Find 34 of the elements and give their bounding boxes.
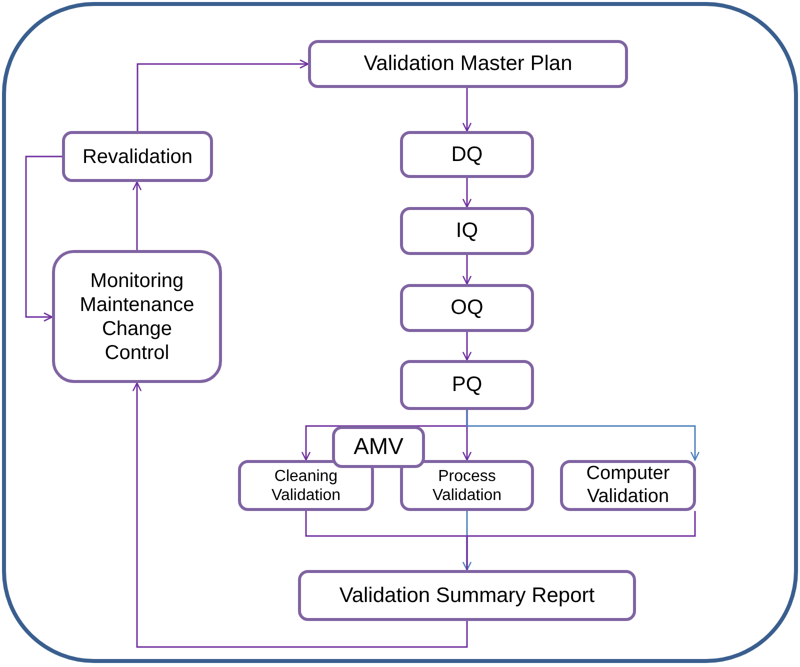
node-label: DQ: [451, 142, 483, 168]
process-box: [62, 131, 213, 182]
node-label: AMV: [354, 433, 404, 461]
arrow: [462, 332, 472, 361]
node-label: OQ: [450, 295, 484, 321]
process-box: [400, 207, 534, 255]
arrow: [466, 410, 700, 461]
arrow: [132, 382, 468, 648]
connector-line: [466, 511, 696, 570]
arrow: [25, 156, 62, 322]
node-label: Computer Validation: [586, 462, 670, 508]
process-box: [308, 40, 628, 88]
node-label: Cleaning Validation: [271, 466, 341, 505]
process-box: [238, 460, 374, 511]
node-label: Validation Summary Report: [339, 582, 595, 608]
node-label: Monitoring Maintenance Change Control: [80, 268, 194, 364]
node-label: PQ: [452, 372, 482, 398]
arrow: [462, 178, 472, 208]
process-box: [332, 426, 425, 468]
arrow: [132, 181, 142, 250]
process-box: [560, 460, 696, 511]
node-label: Process Validation: [432, 466, 502, 505]
arrow: [462, 255, 472, 285]
arrow: [136, 59, 309, 131]
process-box: [400, 460, 534, 511]
process-box: [400, 131, 534, 178]
process-box: [400, 360, 534, 410]
process-box: [298, 570, 636, 621]
process-box: [52, 250, 222, 383]
node-label: IQ: [456, 218, 478, 244]
node-label: Revalidation: [82, 144, 193, 168]
arrow: [462, 88, 472, 132]
process-box: [400, 284, 534, 332]
node-label: Validation Master Plan: [364, 51, 572, 77]
